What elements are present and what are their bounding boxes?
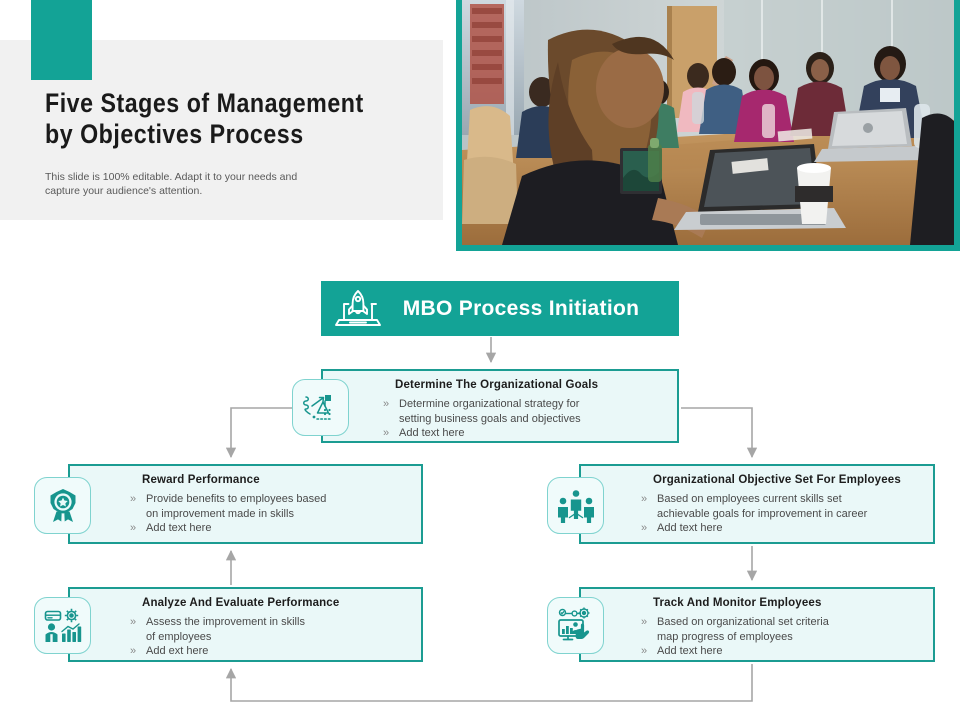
stage-bullet-item: » Add ext here (130, 644, 415, 659)
stage-bullet-text: Add ext here (146, 645, 209, 657)
stage-title: Organizational Objective Set For Employe… (653, 474, 901, 486)
stage-bullet-text: Add text here (657, 522, 723, 534)
stage-bullet-item: » Based on employees current skills set … (641, 492, 927, 521)
bullet-glyph: » (130, 645, 137, 657)
stage-bullet-item: » Add text here (641, 644, 927, 659)
stage-bullet-item: » Add text here (130, 521, 415, 536)
bullet-glyph: » (130, 493, 137, 505)
stage-bullet-text: Determine organizational strategy for se… (399, 398, 581, 425)
stage-bullet-text: Add text here (146, 522, 212, 534)
bullet-glyph: » (641, 645, 648, 657)
stage-bullets: » Based on organizational set criteria m… (641, 615, 927, 659)
stage-bullets: » Provide benefits to employees based on… (130, 492, 415, 536)
stage-bullets: » Determine organizational strategy for … (383, 397, 671, 441)
stage-box-track[interactable]: Track And Monitor Employees » Based on o… (547, 587, 935, 662)
stage-title: Analyze And Evaluate Performance (142, 597, 340, 609)
page-subtitle: This slide is 100% editable. Adapt it to… (45, 171, 298, 197)
stage-bullets: » Based on employees current skills set … (641, 492, 927, 536)
stage-box-determine[interactable]: Determine The Organizational Goals » Det… (292, 369, 679, 443)
flow-header-box[interactable]: MBO Process Initiation (321, 281, 679, 336)
accent-bar (31, 0, 92, 80)
stage-bullets: » Assess the improvement in skills of em… (130, 615, 415, 659)
stage-bullet-item: » Determine organizational strategy for … (383, 397, 671, 426)
monitor-gear-hand-icon (547, 597, 604, 654)
hero-photo (456, 0, 960, 251)
stage-title: Reward Performance (142, 474, 260, 486)
stage-bullet-text: Assess the improvement in skills of empl… (146, 616, 305, 643)
stage-bullet-item: » Assess the improvement in skills of em… (130, 615, 415, 644)
stage-title: Determine The Organizational Goals (395, 379, 599, 391)
stage-box-analyze[interactable]: Analyze And Evaluate Performance » Asses… (34, 587, 423, 662)
bullet-glyph: » (383, 427, 390, 439)
stage-bullet-item: » Add text here (383, 426, 671, 441)
stage-bullet-text: Based on employees current skills set ac… (657, 493, 868, 520)
stage-bullet-text: Add text here (657, 645, 723, 657)
person-bar-chart-gear-icon (34, 597, 91, 654)
stage-title: Track And Monitor Employees (653, 597, 822, 609)
bullet-glyph: » (383, 398, 390, 410)
page-title: Five Stages of Management by Objectives … (45, 88, 364, 149)
stage-bullet-text: Provide benefits to employees based on i… (146, 493, 327, 520)
stage-box-reward[interactable]: Reward Performance » Provide benefits to… (34, 464, 423, 544)
stage-bullet-text: Based on organizational set criteria map… (657, 616, 829, 643)
bullet-glyph: » (130, 522, 137, 534)
bullet-glyph: » (641, 522, 648, 534)
bullet-glyph: » (641, 616, 648, 628)
stage-bullet-item: » Provide benefits to employees based on… (130, 492, 415, 521)
rocket-laptop-icon (329, 286, 387, 332)
award-medal-icon (34, 477, 91, 534)
strategy-path-flag-icon (292, 379, 349, 436)
stage-bullet-item: » Based on organizational set criteria m… (641, 615, 927, 644)
stage-box-objective[interactable]: Organizational Objective Set For Employe… (547, 464, 935, 544)
three-people-icon (547, 477, 604, 534)
flow-header-label: MBO Process Initiation (402, 296, 640, 320)
title-block: Five Stages of Management by Objectives … (45, 88, 435, 150)
stage-bullet-text: Add text here (399, 427, 465, 439)
hero-photo-image (462, 0, 954, 245)
bullet-glyph: » (641, 493, 648, 505)
bullet-glyph: » (130, 616, 137, 628)
stage-bullet-item: » Add text here (641, 521, 927, 536)
